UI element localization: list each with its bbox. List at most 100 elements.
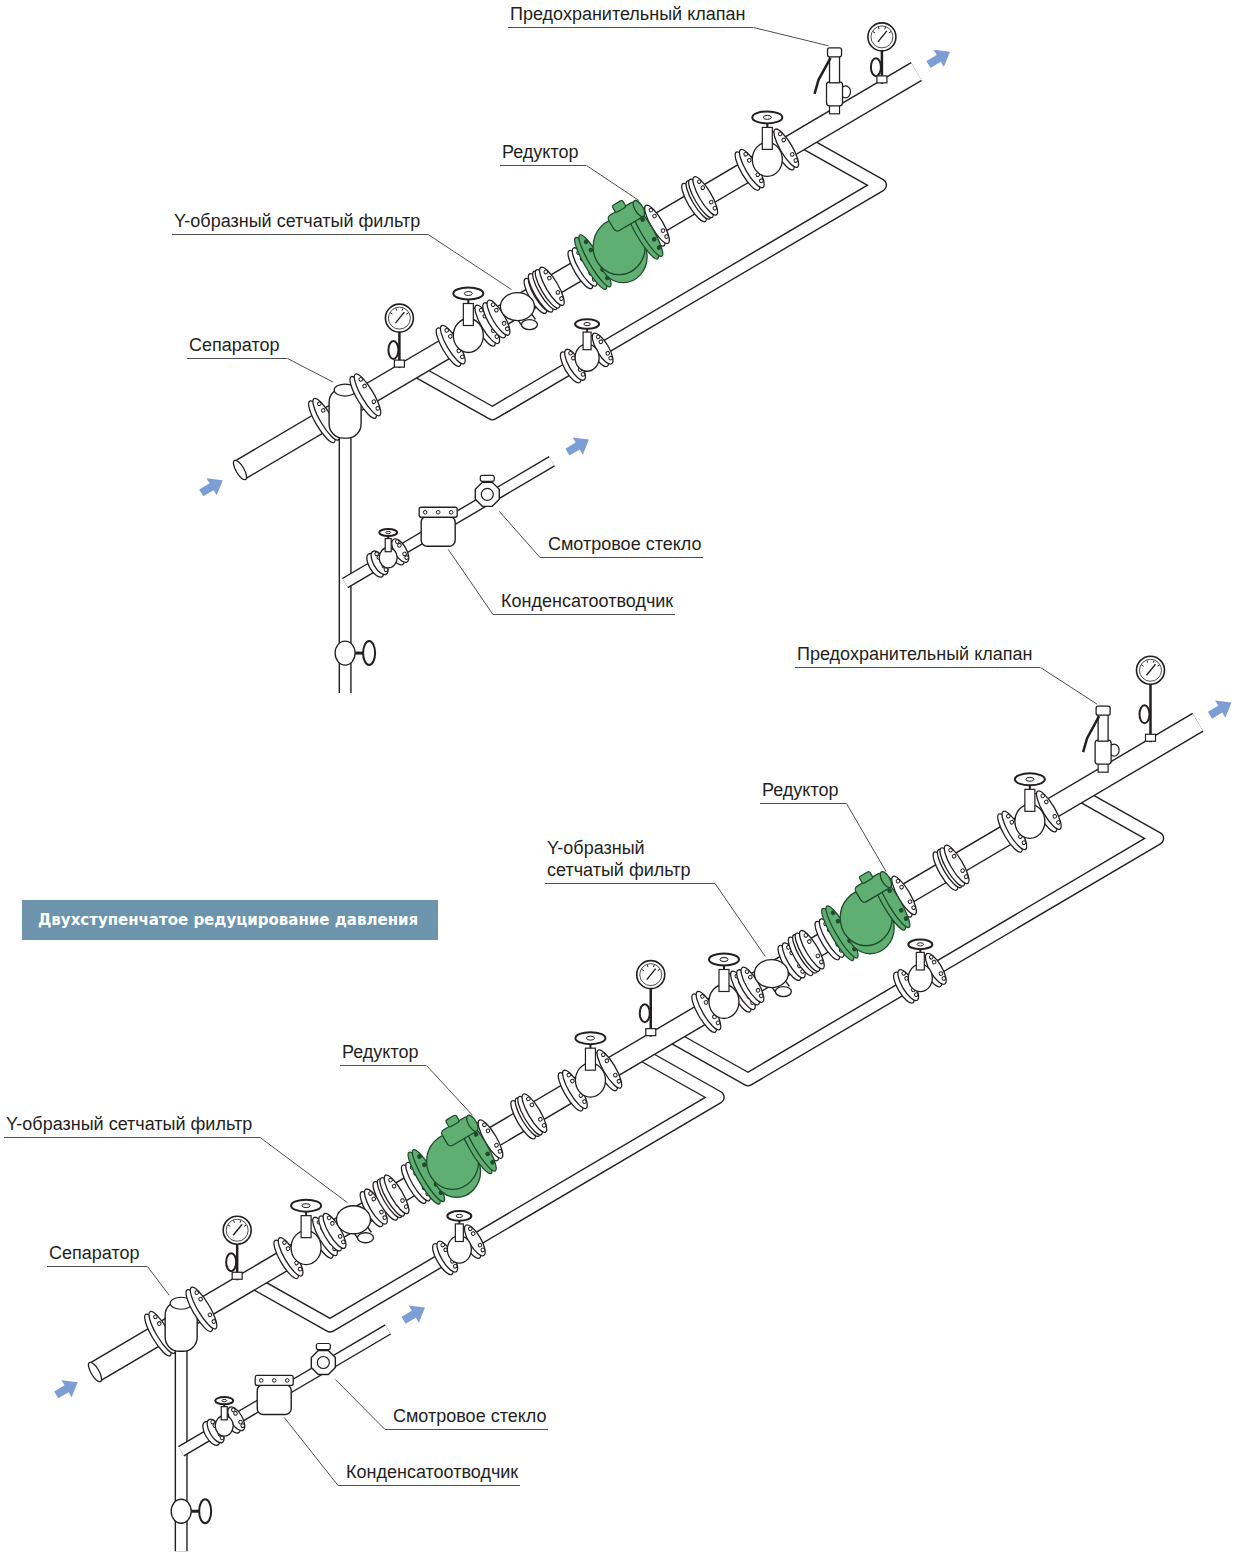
flange-bolt bbox=[819, 960, 824, 965]
flange-bolt bbox=[778, 131, 783, 136]
trap-bolt bbox=[423, 510, 427, 514]
handwheel-hub bbox=[386, 531, 391, 533]
flow-arrow bbox=[51, 1374, 83, 1404]
leader-line bbox=[586, 166, 639, 201]
flange-bolt bbox=[1040, 793, 1045, 798]
flange-bolt bbox=[657, 245, 662, 250]
sight-glass-cap bbox=[480, 475, 494, 481]
valve-handwheel bbox=[575, 1032, 605, 1044]
callout-label: Сепаратор bbox=[47, 1242, 147, 1267]
flange-bolt bbox=[448, 334, 453, 339]
flange-bolt bbox=[392, 1184, 397, 1189]
flange-bolt bbox=[338, 1234, 343, 1239]
flow-arrow bbox=[562, 431, 594, 461]
flange-bolt bbox=[605, 351, 610, 356]
flow-arrow-shape bbox=[51, 1374, 83, 1404]
actuator-knob bbox=[445, 1115, 459, 1128]
strainer-body bbox=[754, 960, 788, 988]
flange-bolt bbox=[417, 1154, 422, 1159]
flange-bolt bbox=[790, 152, 795, 157]
actuator-knob bbox=[612, 200, 626, 213]
valve-handwheel bbox=[215, 1397, 233, 1404]
flange-bolt bbox=[494, 308, 499, 313]
flange-bolt bbox=[198, 1297, 203, 1302]
gauge-needle bbox=[395, 312, 404, 323]
flow-arrow-shape bbox=[1205, 694, 1237, 724]
gauge-tick bbox=[878, 27, 880, 29]
strainer-cap bbox=[357, 1233, 373, 1243]
trap-body bbox=[257, 1384, 291, 1414]
flange-bolt bbox=[529, 1102, 534, 1107]
callout-label: Y-образный сетчатый фильтр bbox=[545, 837, 715, 884]
gauge-face bbox=[871, 26, 893, 48]
sight-glass-cap bbox=[316, 1344, 330, 1350]
handwheel-hub bbox=[584, 322, 590, 325]
trap-cover bbox=[255, 1375, 293, 1385]
leader-line bbox=[147, 1267, 169, 1296]
strainer-cap bbox=[521, 320, 537, 330]
flange-bolt bbox=[490, 1160, 495, 1165]
flange-bolt bbox=[400, 1198, 405, 1203]
sight-glass-body bbox=[311, 1350, 335, 1374]
gauge-face bbox=[388, 307, 410, 329]
flange-bolt bbox=[460, 354, 465, 359]
gauge-siphon bbox=[871, 58, 881, 76]
flange-bolt bbox=[157, 1321, 162, 1326]
valve-bonnet bbox=[301, 1216, 311, 1238]
strainer-body bbox=[336, 1206, 370, 1234]
gauge-tick bbox=[395, 308, 397, 310]
flange-bolt bbox=[194, 1290, 199, 1295]
flange-bolt bbox=[502, 321, 507, 326]
leader-line bbox=[284, 1417, 338, 1485]
leader-line bbox=[335, 1380, 385, 1430]
flange-bolt bbox=[709, 200, 714, 205]
flange-bolt bbox=[478, 1243, 483, 1248]
flange-bolt bbox=[371, 399, 376, 404]
flange-bolt bbox=[440, 1243, 445, 1248]
pipe-outline bbox=[345, 461, 552, 583]
flange-bolt bbox=[803, 933, 808, 938]
flange-bolt bbox=[1021, 840, 1026, 845]
valve-bonnet bbox=[719, 969, 729, 991]
flange-bolt bbox=[485, 1151, 490, 1156]
valve-handwheel bbox=[447, 1211, 471, 1221]
handwheel-hub bbox=[222, 1399, 227, 1401]
trap-cover bbox=[419, 507, 457, 517]
flange-bolt bbox=[700, 185, 705, 190]
flange-bolt bbox=[952, 854, 957, 859]
callout-label: Конденсатоотводчик bbox=[493, 590, 675, 615]
gauge-tick bbox=[889, 32, 891, 33]
flange-bolt bbox=[582, 1099, 587, 1104]
flange-bolt bbox=[960, 868, 965, 873]
band-text: Двухступенчатое редуцирование давления bbox=[38, 900, 418, 940]
flow-arrow bbox=[398, 1299, 430, 1329]
flange-bolt bbox=[616, 1079, 621, 1084]
flange-bolt bbox=[526, 1096, 531, 1101]
flow-arrow-shape bbox=[562, 431, 594, 461]
gauge-tick bbox=[647, 965, 649, 967]
valve-bonnet bbox=[1025, 789, 1035, 811]
pipe-flange bbox=[685, 174, 722, 221]
gauge-nut bbox=[1145, 734, 1155, 741]
flange-bolt bbox=[904, 916, 909, 921]
flange-bolt bbox=[831, 910, 836, 915]
flange-bolt bbox=[547, 276, 552, 281]
flange-face bbox=[518, 1091, 551, 1135]
flange-bolt bbox=[498, 1149, 503, 1154]
pipe-outline bbox=[250, 1052, 718, 1325]
flange-bolt bbox=[1052, 814, 1057, 819]
flange-face bbox=[350, 371, 385, 418]
flange-bolt bbox=[211, 1319, 216, 1324]
flange-bolt bbox=[233, 1411, 238, 1416]
pipe-flange bbox=[531, 264, 568, 311]
valve-bonnet bbox=[762, 127, 772, 149]
reducer-actuator bbox=[437, 1107, 481, 1147]
flange-bolt bbox=[716, 1020, 721, 1025]
flange-bolt bbox=[601, 1052, 606, 1057]
valve-handwheel bbox=[379, 529, 397, 536]
flange-bolt bbox=[317, 401, 322, 406]
pipe-body bbox=[181, 1329, 388, 1451]
gauge-dial bbox=[223, 1216, 251, 1244]
gauge-needle bbox=[878, 31, 887, 42]
flange-bolt bbox=[745, 969, 750, 974]
